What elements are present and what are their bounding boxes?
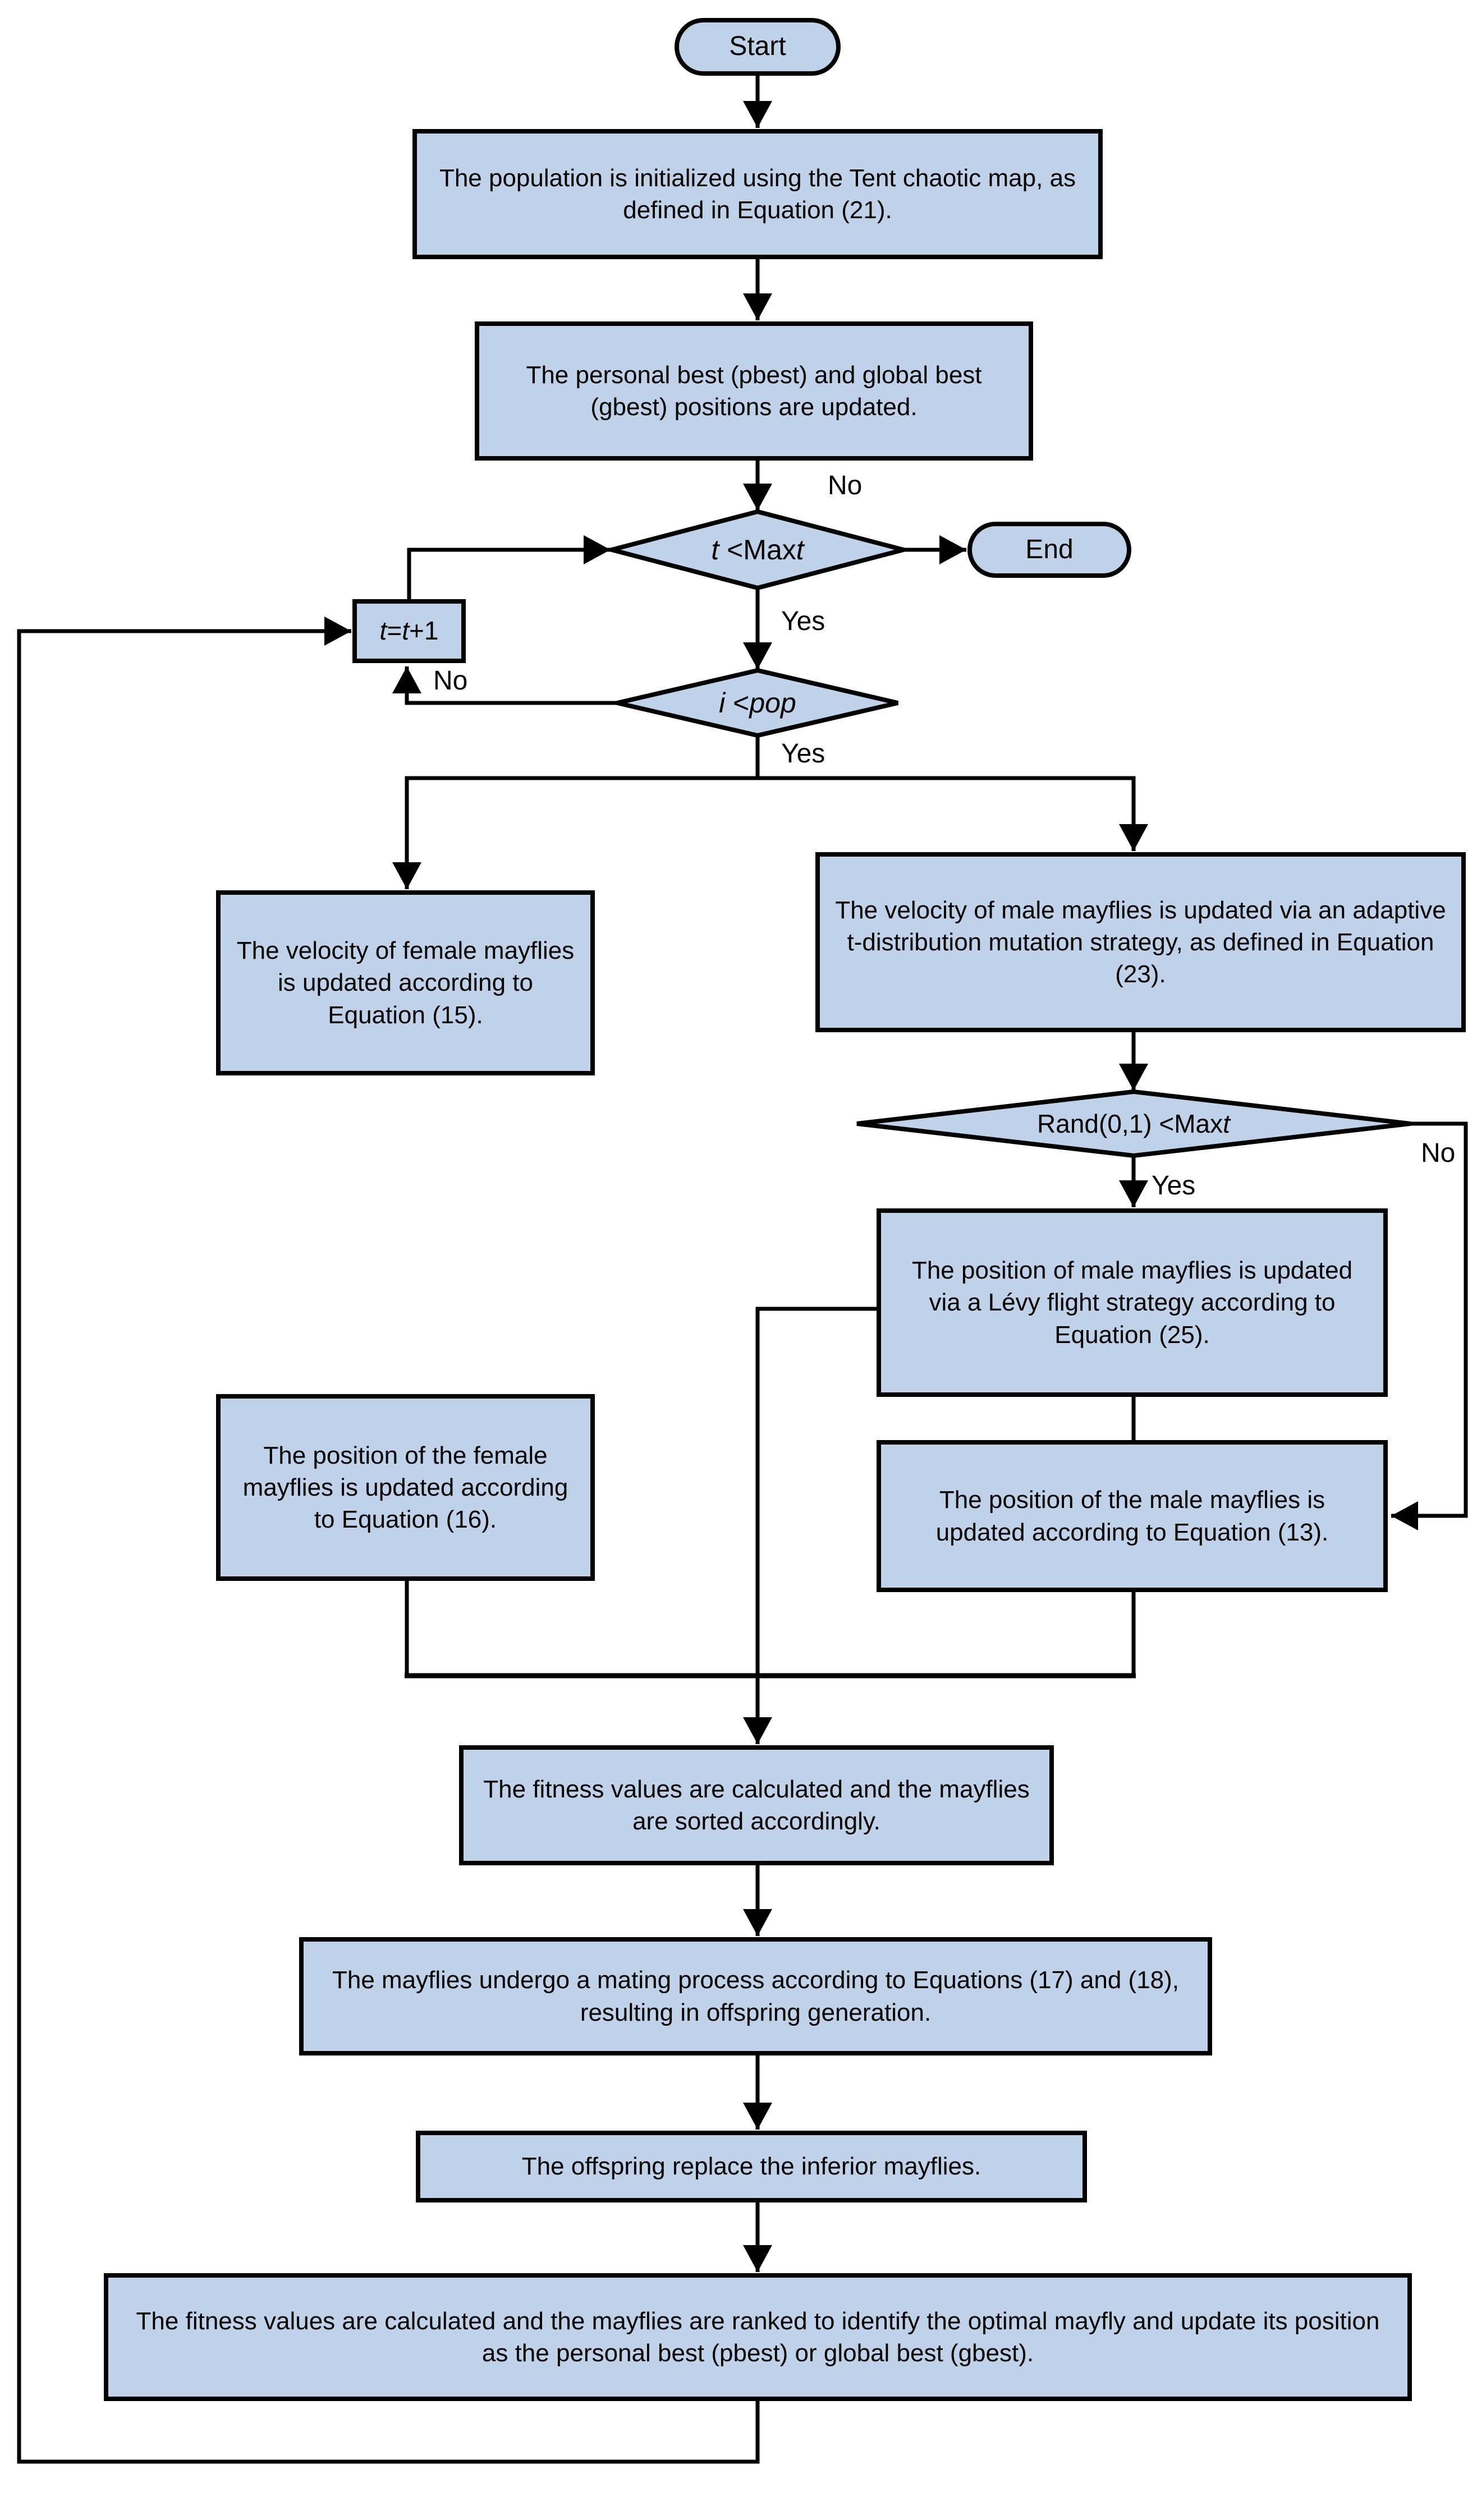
mating-text: The mayflies undergo a mating process ac… xyxy=(332,1966,1180,2026)
iter-check-mid: <Max xyxy=(719,534,796,565)
pop-check-i: i xyxy=(719,687,726,719)
edge-randcheck-no-to-malepos xyxy=(1391,1121,1468,1530)
pop-no-label: No xyxy=(433,666,468,696)
pop-check-lt: < xyxy=(725,687,750,719)
female-velocity-node: The velocity of female mayflies is updat… xyxy=(216,890,595,1075)
female-velocity-text: The velocity of female mayflies is updat… xyxy=(236,937,575,1029)
pop-check-pop: pop xyxy=(749,687,796,719)
edge-levy-bypass-to-merge xyxy=(755,1307,877,1676)
rand-check-text: Rand(0,1) <Maxt xyxy=(1037,1109,1230,1139)
update-best-node: The personal best (pbest) and global bes… xyxy=(475,321,1033,461)
diamond-pop-check xyxy=(617,668,898,738)
end-node: End xyxy=(967,522,1131,578)
pop-check-label: i <pop xyxy=(617,670,898,735)
rand-no-label: No xyxy=(1421,1138,1456,1168)
update-best-text: The personal best (pbest) and global bes… xyxy=(526,361,982,421)
increment-t2: t xyxy=(402,616,409,646)
levy-position-text: The position of male mayflies is updated… xyxy=(911,1257,1353,1349)
rand-check-label: Rand(0,1) <Maxt xyxy=(857,1092,1410,1156)
male-position-text: The position of the male mayflies is upd… xyxy=(935,1486,1329,1546)
male-velocity-node: The velocity of male mayflies is updated… xyxy=(815,852,1466,1032)
diamond-rand-check xyxy=(856,1089,1411,1158)
rand-check-pre: Rand(0,1) <Max xyxy=(1037,1109,1223,1138)
iter-no-label: No xyxy=(828,471,863,500)
rand-yes-label: Yes xyxy=(1152,1171,1196,1201)
male-position-node: The position of the male mayflies is upd… xyxy=(877,1440,1388,1592)
fitness-rank-node: The fitness values are calculated and th… xyxy=(104,2273,1412,2401)
edge-loop-to-increment xyxy=(17,617,760,2464)
female-position-node: The position of the female mayflies is u… xyxy=(216,1394,595,1581)
female-position-text: The position of the female mayflies is u… xyxy=(242,1441,568,1534)
iter-yes-label: Yes xyxy=(781,606,825,636)
increment-node: t=t+1 xyxy=(352,599,466,663)
edge-increment-to-itercheck xyxy=(407,535,611,599)
offspring-text: The offspring replace the inferior mayfl… xyxy=(521,2153,981,2181)
iter-check-text: t <Maxt xyxy=(711,534,804,566)
increment-eq: = xyxy=(387,616,402,646)
fitness-sort-text: The fitness values are calculated and th… xyxy=(483,1775,1030,1835)
pop-check-text: i <pop xyxy=(719,687,796,719)
diamond-iter-check xyxy=(603,509,912,591)
edge-popcheck-yes-to-malevel xyxy=(758,776,1148,851)
levy-position-node: The position of male mayflies is updated… xyxy=(877,1208,1388,1397)
iter-check-t1: t xyxy=(711,534,719,565)
pop-yes-label: Yes xyxy=(781,739,825,769)
increment-t1: t xyxy=(379,616,387,646)
increment-text: t=t+1 xyxy=(380,614,439,648)
fitness-sort-node: The fitness values are calculated and th… xyxy=(459,1745,1054,1865)
start-label: Start xyxy=(729,31,786,62)
fitness-rank-text: The fitness values are calculated and th… xyxy=(136,2307,1380,2367)
increment-suffix: +1 xyxy=(409,616,439,646)
offspring-node: The offspring replace the inferior mayfl… xyxy=(416,2131,1087,2202)
male-velocity-text: The velocity of male mayflies is updated… xyxy=(835,896,1446,988)
edge-popcheck-yes-to-femalevel xyxy=(392,735,760,889)
edge-popcheck-no-to-increment xyxy=(392,666,617,705)
start-node: Start xyxy=(675,18,841,76)
init-population-text: The population is initialized using the … xyxy=(439,164,1076,224)
mating-node: The mayflies undergo a mating process ac… xyxy=(299,1937,1212,2055)
end-label: End xyxy=(1025,534,1074,564)
rand-check-t: t xyxy=(1223,1109,1230,1138)
iter-check-label: t <Maxt xyxy=(612,512,903,588)
iter-check-t2: t xyxy=(796,534,804,565)
init-population-node: The population is initialized using the … xyxy=(412,129,1103,259)
